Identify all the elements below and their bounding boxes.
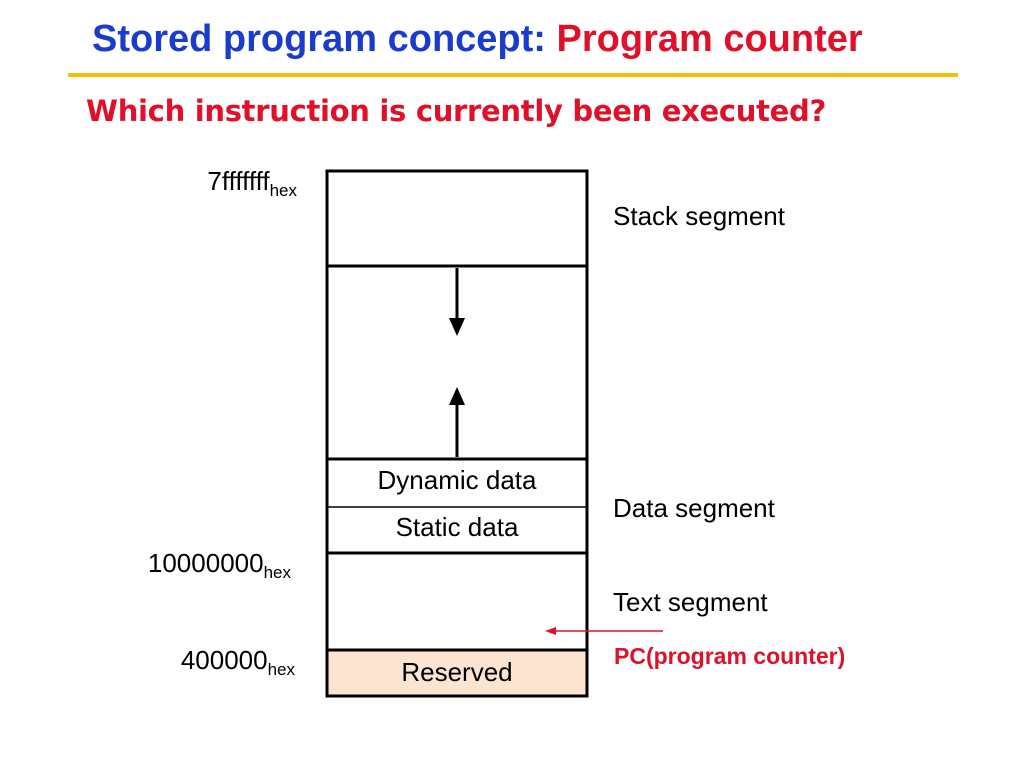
address-text-base-unit: hex [267,660,295,679]
address-text-base-value: 400000 [180,645,268,675]
static-data-label: Static data [395,512,519,542]
heap-growth-arrow [449,387,465,457]
reserved-label: Reserved [401,657,513,687]
slide-subtitle: Which instruction is currently been exec… [86,94,827,128]
pc-pointer-arrow [545,627,663,635]
text-segment-label: Text segment [613,587,768,617]
address-top-unit: hex [269,181,297,200]
address-data-base-value: 10000000 [147,548,264,578]
data-segment-label: Data segment [613,493,775,523]
address-data-base-unit: hex [263,563,291,582]
address-top: 7fffffffhex [207,166,297,201]
title-prefix: Stored program concept: [92,18,546,60]
stack-growth-arrow [449,268,465,336]
dynamic-data-label: Dynamic data [377,465,537,495]
title-highlight: Program counter [556,18,863,60]
slide-title: Stored program concept: Program counter [92,18,863,61]
memory-column [325,169,589,698]
stack-segment-label: Stack segment [613,201,785,231]
address-text-base: 400000hex [181,645,295,680]
pc-label: PC(program counter) [614,643,846,669]
address-top-value: 7fffffff [207,166,270,196]
title-underline [68,73,958,77]
reserved-region [328,651,586,695]
address-data-base: 10000000hex [148,548,291,583]
